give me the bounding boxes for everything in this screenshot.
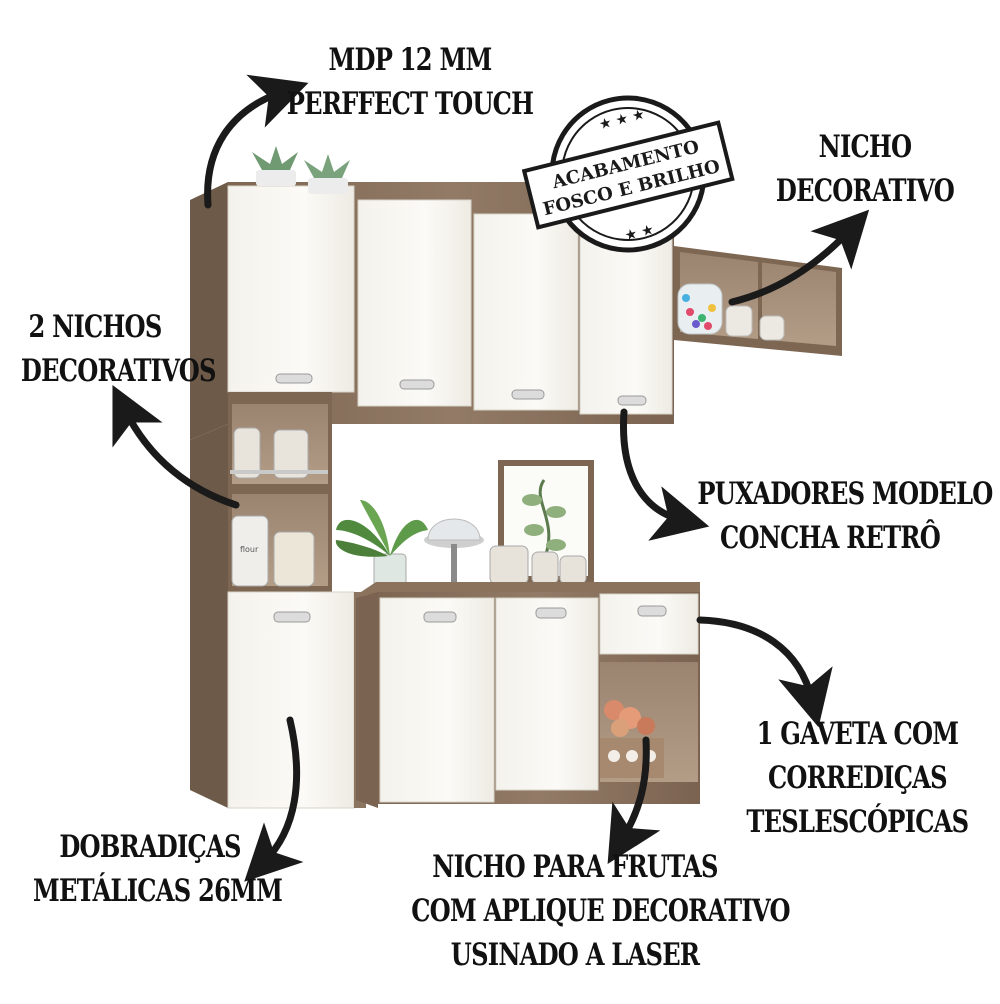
finish-stamp: ★ ★ ★ ★ ★ ACABAMENTO FOSCO E BRILHO xyxy=(521,95,735,253)
callout-line: PERFFECT TOUCH xyxy=(286,86,534,123)
arrow-gaveta xyxy=(696,616,833,728)
callout-gaveta: 1 GAVETA COM CORREDIÇAS TESLESCÓPICAS xyxy=(746,712,969,844)
lower-left-door xyxy=(227,591,355,809)
callout-line: DECORATIVOS xyxy=(20,353,217,390)
callout-dobradicas: DOBRADIÇAS METÁLICAS 26MM xyxy=(33,825,283,913)
handle-upper-4 xyxy=(617,395,647,406)
callout-line: NICHO PARA FRUTAS xyxy=(432,849,718,885)
handle-upper-2 xyxy=(399,379,435,390)
arrow-dobradicas xyxy=(244,716,304,882)
callout-line: 1 GAVETA COM xyxy=(756,716,959,752)
arrow-puxadores xyxy=(620,408,710,541)
svg-text:★ ★: ★ ★ xyxy=(623,222,656,245)
upper-door-3 xyxy=(473,213,579,411)
counter-decor xyxy=(335,460,594,587)
callout-line: COM APLIQUE DECORATIVO xyxy=(411,893,790,930)
upper-door-2 xyxy=(357,199,472,407)
candy-jar xyxy=(677,283,723,335)
left-tower: flour xyxy=(190,392,366,809)
arrow-mdp xyxy=(204,74,309,209)
handle-base-2 xyxy=(535,607,567,619)
small-jar xyxy=(759,315,785,341)
upper-cabinet xyxy=(190,182,674,440)
arrow-nicho xyxy=(728,209,870,306)
callout-arrows xyxy=(112,74,870,882)
callout-line: DOBRADIÇAS xyxy=(59,829,241,865)
base-door-1 xyxy=(379,597,495,803)
handle-upper-1 xyxy=(275,373,313,384)
callout-puxadores: PUXADORES MODELO CONCHA RETRÔ xyxy=(697,472,993,560)
callout-line: CORREDIÇAS xyxy=(767,760,948,797)
jar-label: flour xyxy=(240,545,259,554)
callout-line: CONCHA RETRÔ xyxy=(719,520,941,557)
handle-upper-3 xyxy=(511,389,545,400)
callout-line: 2 NICHOS xyxy=(28,309,162,345)
upper-door-1 xyxy=(227,185,355,393)
arrow-2nichos xyxy=(112,384,240,509)
callout-line: METÁLICAS 26MM xyxy=(33,873,283,910)
callout-line: MDP 12 MM xyxy=(328,42,493,78)
callout-nicho-decorativo: NICHO DECORATIVO xyxy=(760,125,971,213)
callout-line: TESLESCÓPICAS xyxy=(746,804,969,841)
small-jar xyxy=(725,305,753,337)
base-door-2 xyxy=(495,597,599,791)
drawer xyxy=(599,593,699,655)
handle-lower-left xyxy=(273,611,311,623)
callout-mdp: MDP 12 MM PERFFECT TOUCH xyxy=(277,38,542,126)
callout-nicho-frutas: NICHO PARA FRUTAS COM APLIQUE DECORATIVO… xyxy=(411,845,790,977)
upper-door-4 xyxy=(579,233,673,415)
arrow-frutas xyxy=(607,736,661,865)
handle-base-1 xyxy=(423,611,457,623)
callout-line: NICHO xyxy=(818,129,912,165)
callout-line: PUXADORES MODELO xyxy=(697,476,993,512)
top-plants xyxy=(252,146,350,194)
handle-drawer xyxy=(637,605,667,617)
callout-line: DECORATIVO xyxy=(775,173,955,210)
callout-2-nichos: 2 NICHOS DECORATIVOS xyxy=(20,305,217,393)
callout-line: USINADO A LASER xyxy=(450,937,700,974)
